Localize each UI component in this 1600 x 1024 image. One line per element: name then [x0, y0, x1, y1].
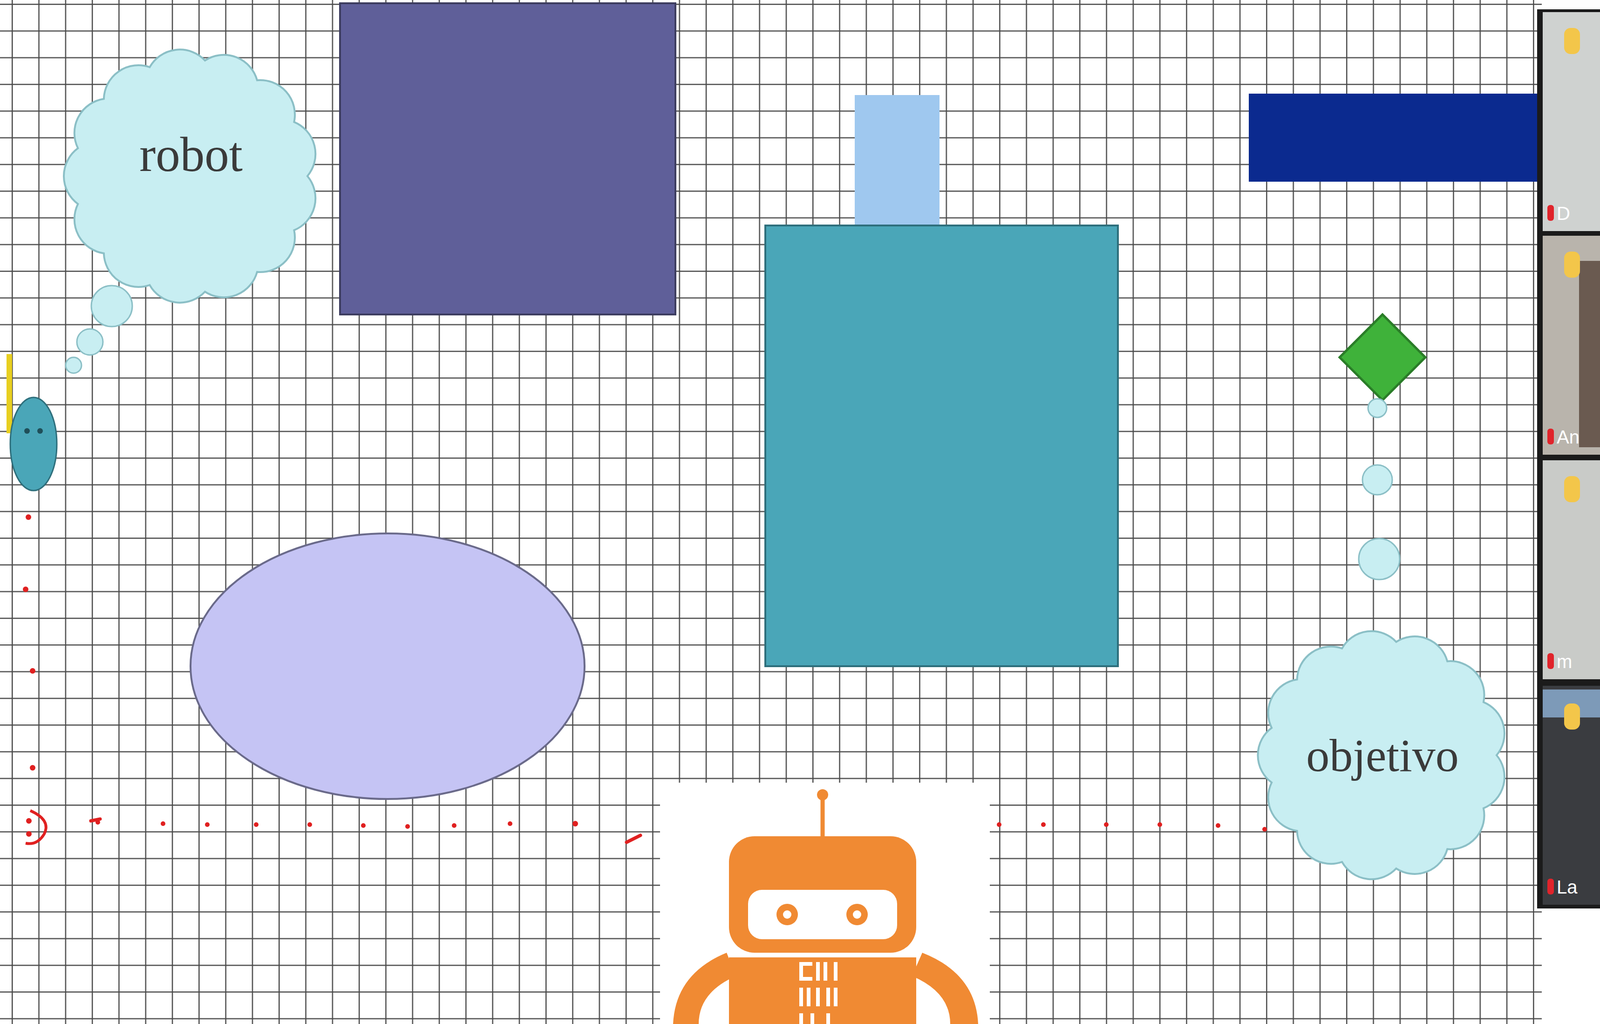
participant-name: m: [1556, 651, 1573, 673]
obstacle-ellipse: [190, 533, 585, 799]
cloud-label: objetivo: [1306, 728, 1459, 783]
thought-bubble: [65, 357, 82, 374]
grid: [0, 0, 1542, 1024]
thought-bubble: [1362, 464, 1393, 495]
participant-name: La: [1556, 876, 1578, 898]
thought-bubble: [76, 328, 103, 355]
goal-diamond: [1339, 314, 1426, 401]
thought-bubble: [1368, 398, 1387, 418]
obstacle-large: [765, 225, 1118, 667]
thought-cloud: robot: [55, 40, 327, 312]
participant-name: An: [1556, 426, 1580, 448]
thought-cloud: objetivo: [1249, 622, 1516, 888]
robot-marker: [6, 354, 13, 434]
robot-logo: [660, 782, 990, 1024]
thought-bubble: [1358, 538, 1400, 580]
thought-bubble: [91, 285, 133, 327]
video-sidebar: [1537, 9, 1600, 909]
obstacle-small: [854, 95, 940, 226]
obstacle-bar: [1248, 93, 1543, 182]
robot-marker: [10, 397, 57, 491]
obstacle-square: [340, 3, 676, 315]
path-start: [25, 810, 47, 844]
cloud-label: robot: [139, 126, 243, 183]
participant-name: D: [1556, 203, 1571, 225]
